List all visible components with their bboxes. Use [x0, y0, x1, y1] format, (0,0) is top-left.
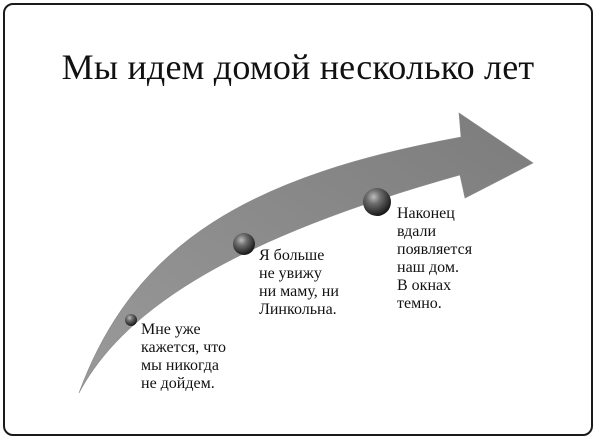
slide-frame: Мы идем домой несколько лет Мне уже каже… — [3, 3, 593, 436]
curved-arrow — [78, 112, 534, 394]
step-3-sphere — [363, 188, 391, 216]
step-1-caption: Мне уже кажется, что мы никогда не дойде… — [141, 321, 227, 392]
slide-title: Мы идем домой несколько лет — [61, 47, 535, 87]
progress-arrow-diagram — [78, 112, 534, 394]
step-2-caption: Я больше не увижу ни маму, ни Линкольна. — [259, 247, 339, 318]
step-2-sphere — [233, 233, 255, 255]
step-3-caption: Наконец вдали появляется наш дом. В окна… — [397, 205, 473, 312]
step-1-sphere — [125, 314, 137, 326]
